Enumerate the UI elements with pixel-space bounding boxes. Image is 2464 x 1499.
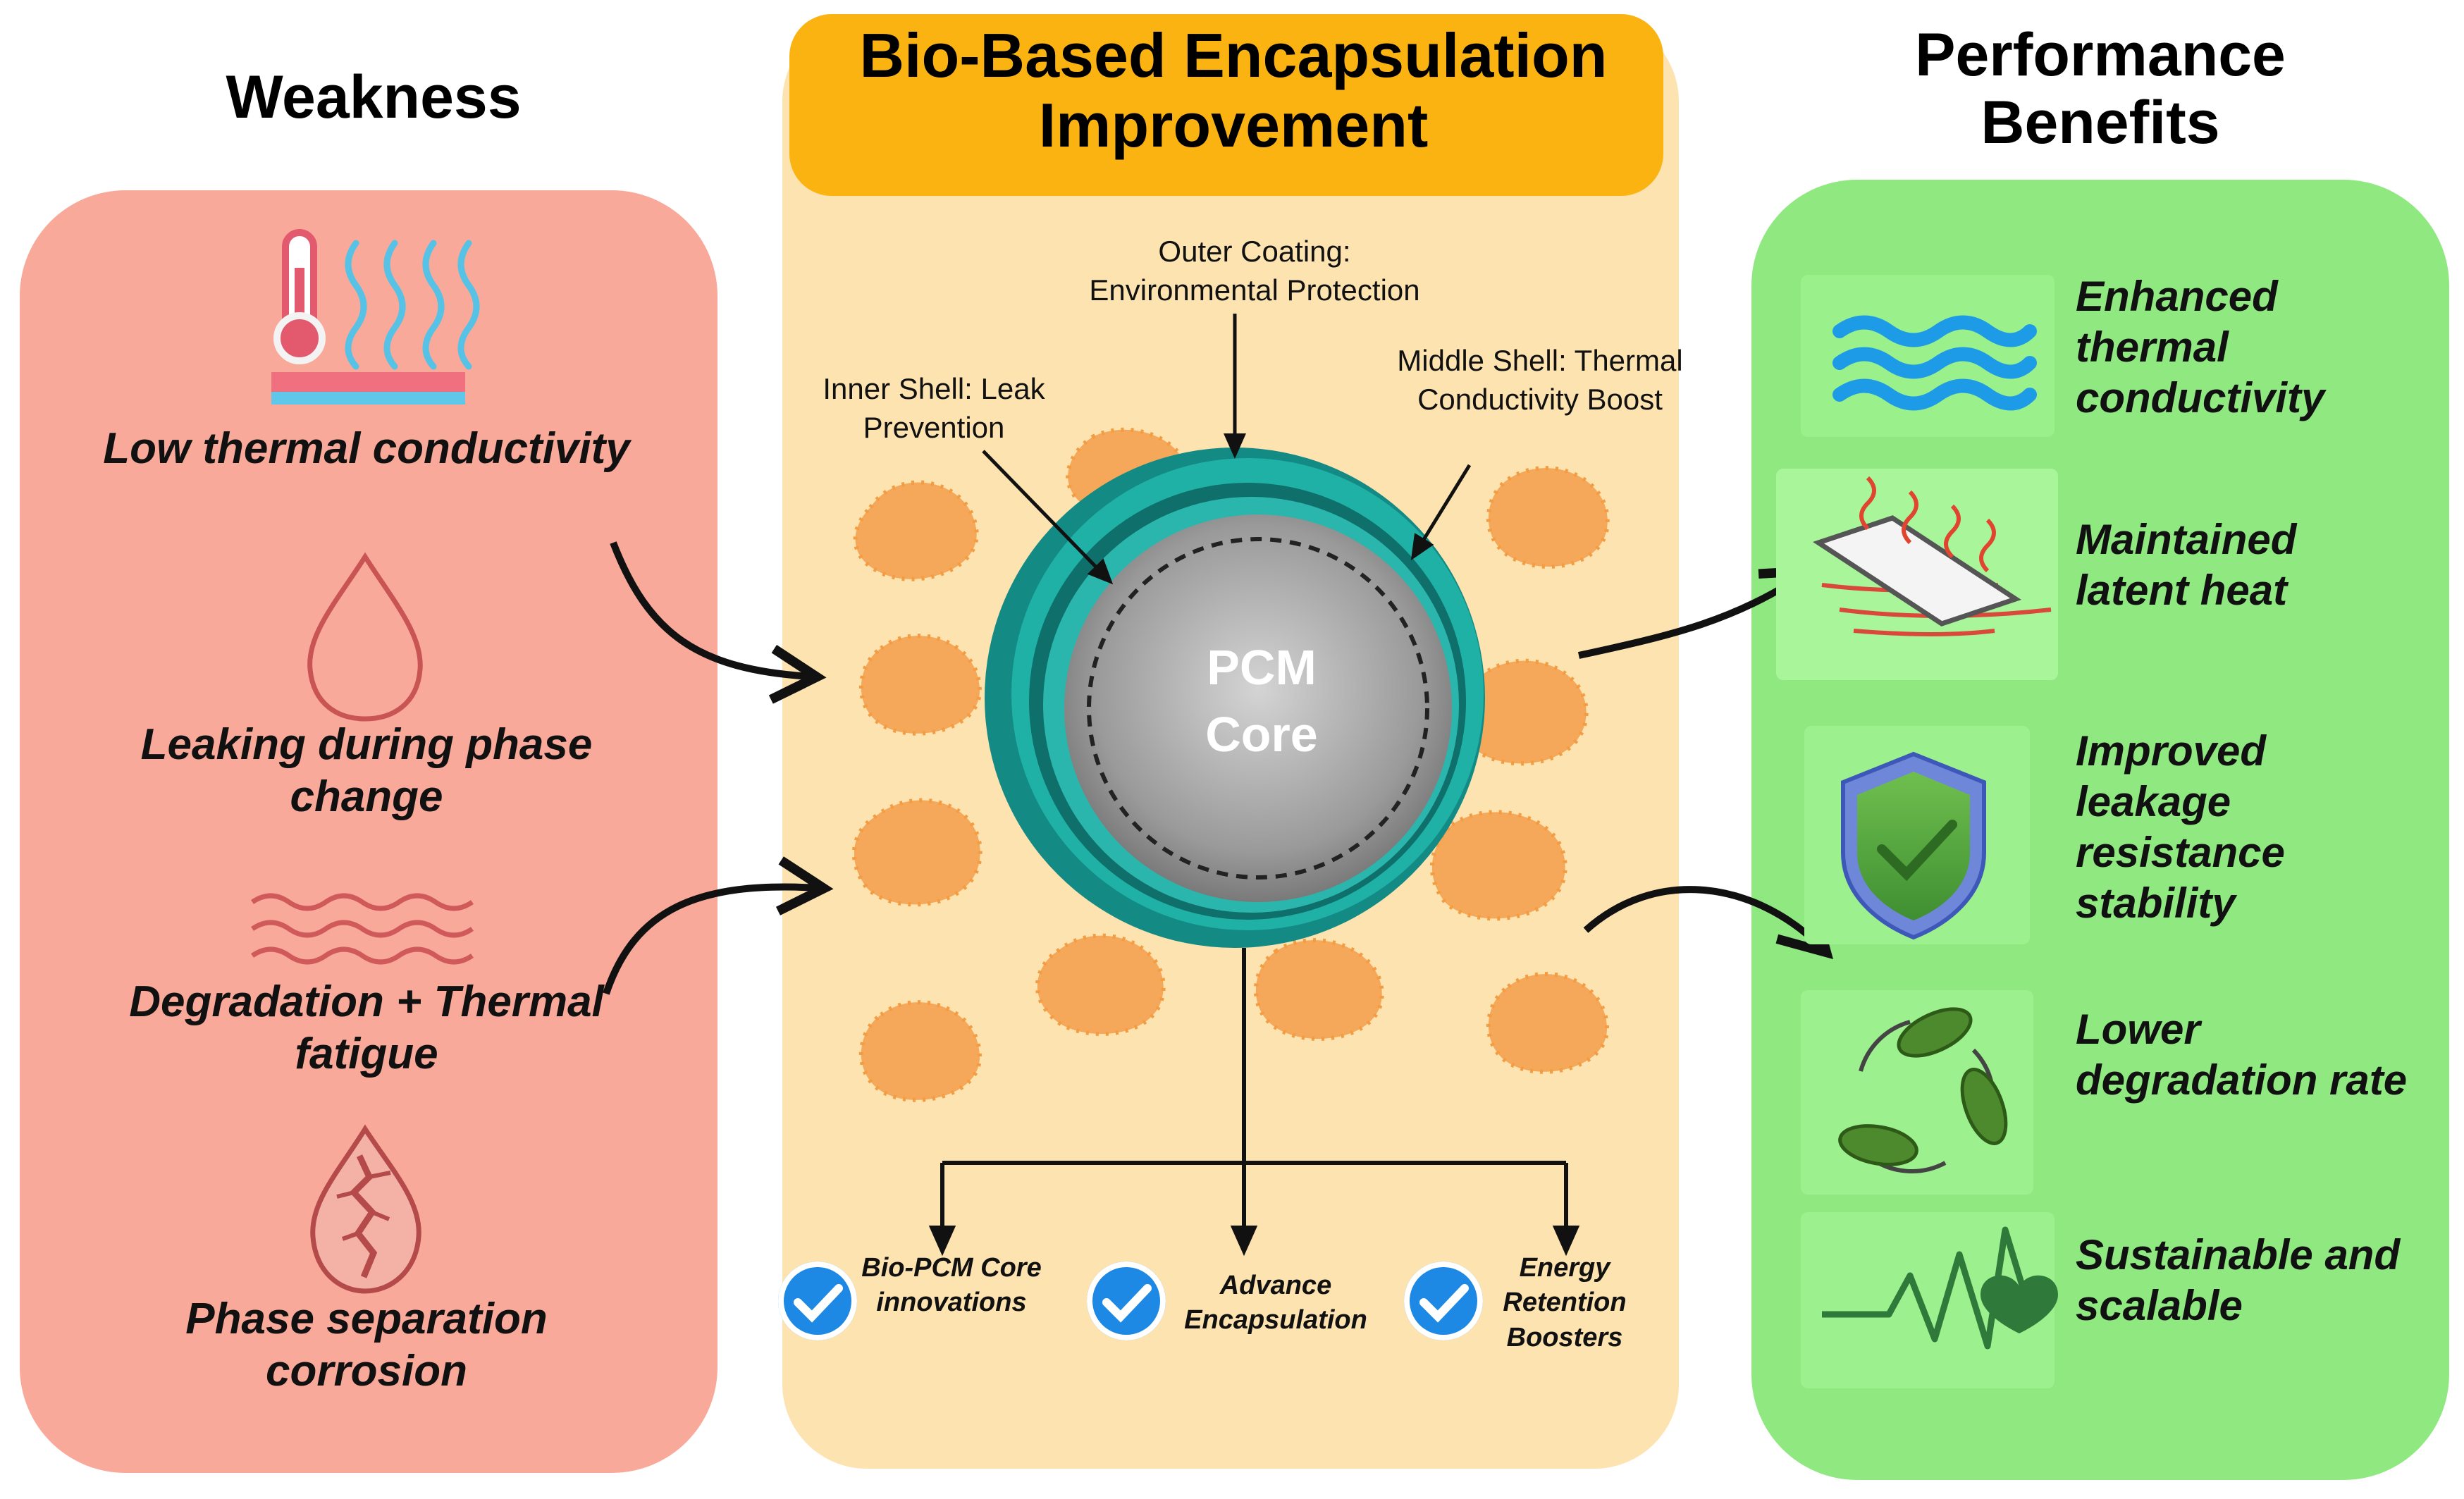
improvement-banner [789,14,1663,196]
check-icon [1404,1261,1483,1340]
weakness-label-phase-separation: Phase separation corrosion [185,1295,548,1396]
weakness-label-leaking: Leaking during phase change [140,720,593,822]
arrow-weakness-to-core-top [610,541,827,704]
pcm-core-label: PCM Core [1205,640,1318,762]
check-label-energy-retention: Energy Retention Boosters [1503,1253,1627,1352]
inner-shell-label: Inner Shell: Leak Prevention [823,372,1045,444]
middle-shell-label: Middle Shell: Thermal Conductivity Boost [1397,344,1683,416]
pcm-core-capsule [985,448,1485,948]
recycle-leaves-icon [1838,1007,2008,1173]
benefit-label-degradation-rate: Lower degradation rate [2076,1006,2408,1104]
outer-coating-label: Outer Coating: Environmental Protection [1089,235,1420,307]
shield-check-icon [1841,751,1986,940]
droplet-icon [307,552,423,722]
microcapsule-blobs [851,427,1610,1102]
wavy-lines-icon [251,893,474,965]
arrow-core-to-benefits-top [1577,565,1818,659]
check-label-bio-pcm: Bio-PCM Core innovations [861,1253,1042,1318]
arrow-middle-shell [1410,464,1472,561]
thermometer-heat-icon [271,229,480,405]
benefit-label-latent-heat: Maintained latent heat [2076,516,2297,614]
benefits-title: Performance Benefits [1915,21,2286,157]
weakness-label-degradation: Degradation + Thermal fatigue [129,977,604,1079]
waves-icon [1832,315,2037,411]
weakness-label-low-thermal: Low thermal conductivity [103,424,630,473]
core-branch-lines [942,948,1566,1165]
heat-plate-icon [1813,476,2052,636]
benefit-label-sustainable: Sustainable and scalable [2076,1231,2401,1329]
arrow-weakness-to-core-bottom [603,856,834,995]
check-label-advance-encapsulation: Advance Encapsulation [1184,1271,1367,1335]
arrow-inner-shell [982,450,1114,585]
heartbeat-icon [1822,1226,2058,1350]
improvement-title: Bio-Based Encapsulation Improvement [859,20,1608,160]
cracked-drop-icon [310,1124,421,1294]
check-icon [1087,1261,1166,1340]
check-icon [778,1261,857,1340]
benefit-label-thermal-conductivity: Enhanced thermal conductivity [2076,273,2325,421]
weakness-title: Weakness [226,63,522,131]
arrow-core-to-benefits-bottom [1583,886,1833,959]
benefit-label-leakage-resistance: Improved leakage resistance stability [2076,727,2285,927]
